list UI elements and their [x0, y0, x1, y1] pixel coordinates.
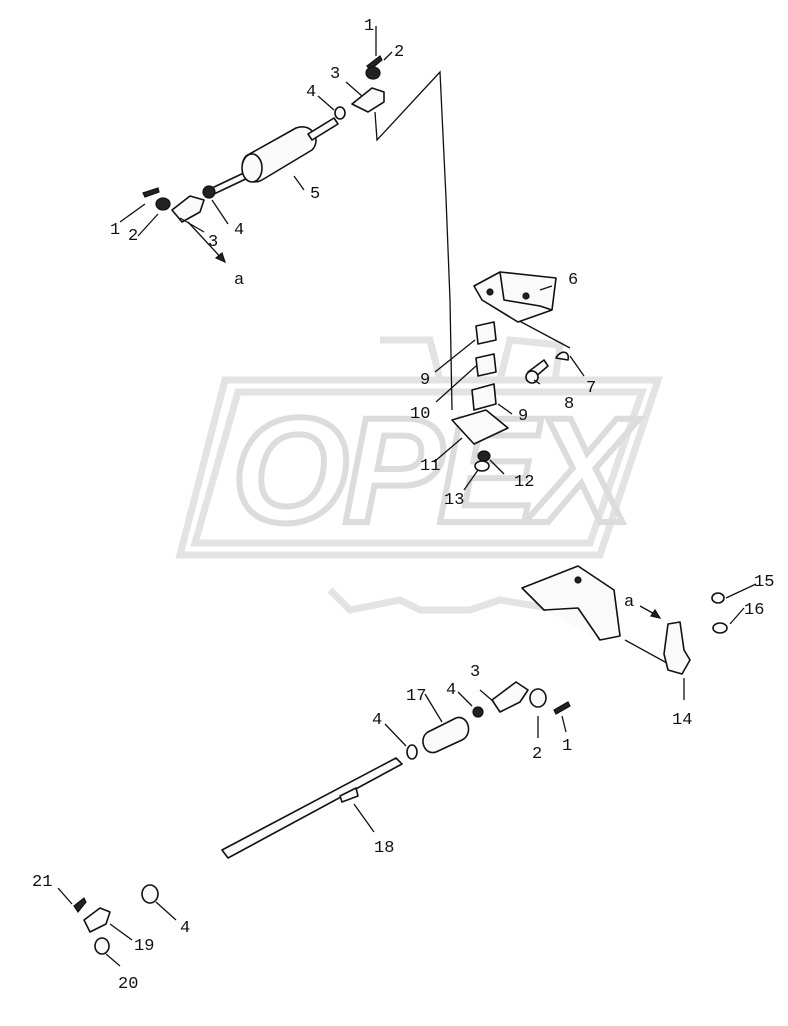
arrow-head [650, 608, 662, 619]
washer-part-4 [334, 106, 346, 120]
callout-7: 7 [586, 379, 596, 398]
callout-15: 15 [754, 573, 774, 592]
bottom-left-parts [73, 884, 159, 955]
callout-4: 4 [180, 919, 190, 938]
center-mount-stack [451, 321, 509, 472]
callout-2: 2 [532, 745, 542, 764]
cable-line [374, 70, 453, 411]
callout-11: 11 [420, 457, 440, 476]
rod-part-18 [221, 757, 403, 859]
bolt-part-15 [711, 592, 725, 604]
callout-2: 2 [128, 227, 138, 246]
top-clevis-assembly [334, 55, 385, 120]
washer-part-4 [202, 185, 216, 199]
callout-3: 3 [470, 663, 480, 682]
bushing-part-9-bottom [471, 383, 497, 411]
washer-part-12 [477, 450, 491, 462]
callout-4: 4 [446, 681, 456, 700]
callout-a: a [624, 593, 634, 612]
pin-part-21 [73, 897, 87, 914]
clevis-part-3 [351, 87, 385, 113]
clip-part-19 [83, 907, 111, 933]
nut-part-20 [94, 937, 110, 955]
callout-a: a [234, 271, 244, 290]
callout-9: 9 [420, 371, 430, 390]
callout-3: 3 [208, 233, 218, 252]
cotter-pin-lower [553, 701, 571, 715]
bushing-part-10 [475, 353, 497, 377]
left-clevis-assembly [142, 185, 226, 264]
lower-linkage [221, 681, 571, 859]
bracket-part-6 [473, 271, 557, 323]
callout-labels: 1 2 3 4 5 1 2 3 4 a 6 9 7 10 8 9 11 12 1… [32, 17, 774, 994]
castle-nut [155, 197, 171, 211]
bushing-part-9-top [475, 321, 497, 345]
callout-4: 4 [234, 221, 244, 240]
callout-1: 1 [110, 221, 120, 240]
callout-4: 4 [306, 83, 316, 102]
callout-17: 17 [406, 687, 426, 706]
lever-part-14 [663, 621, 691, 675]
callout-20: 20 [118, 975, 138, 994]
callout-1: 1 [364, 17, 374, 36]
clevis-part-3-lower [491, 681, 529, 713]
cotter-pin [142, 187, 160, 198]
nut-part-4-bottom [141, 884, 159, 904]
watermark-text: OPEX [232, 386, 640, 554]
plate-part-11 [451, 409, 509, 445]
callout-21: 21 [32, 873, 52, 892]
callout-18: 18 [374, 839, 394, 858]
callout-3: 3 [330, 65, 340, 84]
cylinder-part-17 [422, 716, 470, 754]
callout-19: 19 [134, 937, 154, 956]
pin-part-7 [555, 351, 570, 361]
callout-5: 5 [310, 185, 320, 204]
callout-8: 8 [564, 395, 574, 414]
callout-6: 6 [568, 271, 578, 290]
nut-part-16 [712, 622, 728, 634]
nut-part-13 [474, 460, 490, 472]
callout-14: 14 [672, 711, 692, 730]
callout-4: 4 [372, 711, 382, 730]
lower-bracket-assembly [521, 565, 728, 675]
callout-13: 13 [444, 491, 464, 510]
leader-lines [57, 26, 757, 967]
callout-16: 16 [744, 601, 764, 620]
washer-part-4-upper [472, 706, 484, 718]
callout-12: 12 [514, 473, 534, 492]
washer-part-4-lower [406, 744, 418, 760]
castle-nut-lower [529, 688, 547, 708]
callout-9: 9 [518, 407, 528, 426]
cylinder-part-5 [211, 117, 339, 195]
watermark: OPEX [175, 336, 663, 614]
clevis-part-3 [171, 195, 205, 223]
callout-10: 10 [410, 405, 430, 424]
callout-2: 2 [394, 43, 404, 62]
callout-1: 1 [562, 737, 572, 756]
arrow-head [214, 251, 226, 264]
castle-nut [365, 66, 381, 80]
